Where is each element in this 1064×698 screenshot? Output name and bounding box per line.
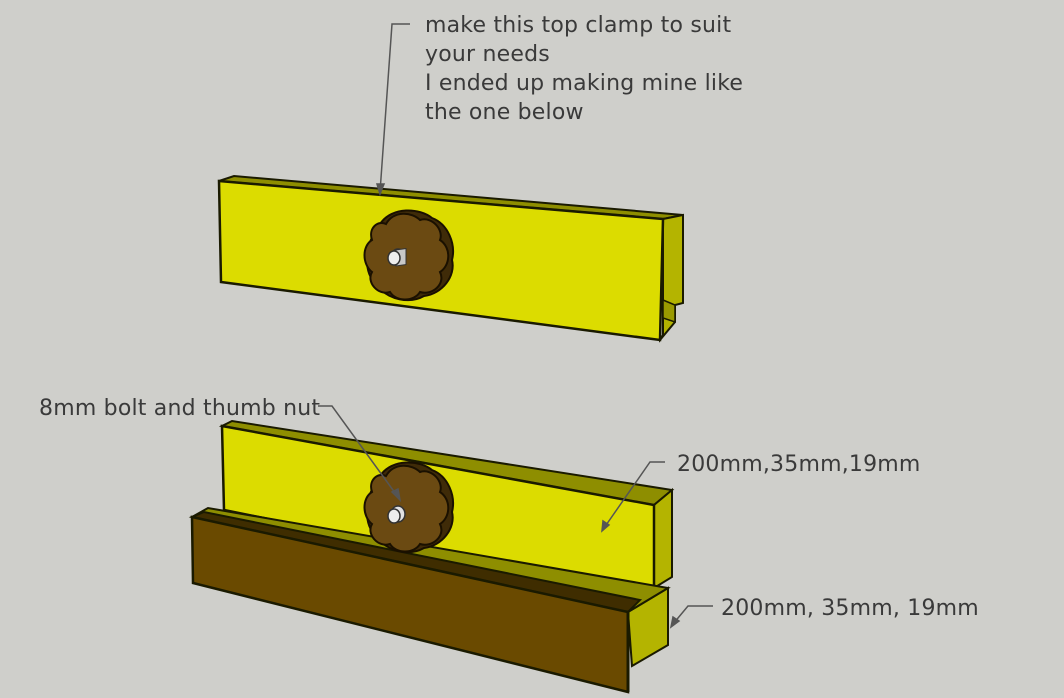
bottom-bolt-tip [387,508,401,524]
bottom-thumb-nut [363,461,454,554]
arrow-lower-dims [669,615,681,629]
leader-upper-dims [603,461,665,529]
leader-top-clamp [379,23,410,193]
arrow-upper-dims [601,519,611,533]
upper-yellow-end-face [653,487,673,590]
top-clamp-note: make this top clamp to suit your needs I… [425,11,743,127]
arrow-top-clamp [375,183,386,197]
top-clamp-rebate [662,298,676,324]
top-clamp-note-line-2: your needs [425,42,550,67]
arrow-bolt [390,487,402,503]
top-clamp-note-line-4: the one below [425,100,584,125]
leader-bolt [318,405,399,498]
top-thumb-nut [363,209,454,302]
lower-piece-dimensions: 200mm, 35mm, 19mm [721,596,979,621]
leader-lower-dims [672,605,713,625]
upper-piece-dimensions: 200mm,35mm,19mm [677,452,921,477]
bottom-thumb-nut-face [363,464,450,553]
top-bolt-tip [387,250,401,266]
top-clamp-note-line-1: make this top clamp to suit [425,13,732,38]
lower-base-piece [188,506,671,694]
bolt-note: 8mm bolt and thumb nut [39,396,321,421]
top-clamp-note-line-3: I ended up making mine like [425,71,744,96]
leader-lines [318,23,713,629]
